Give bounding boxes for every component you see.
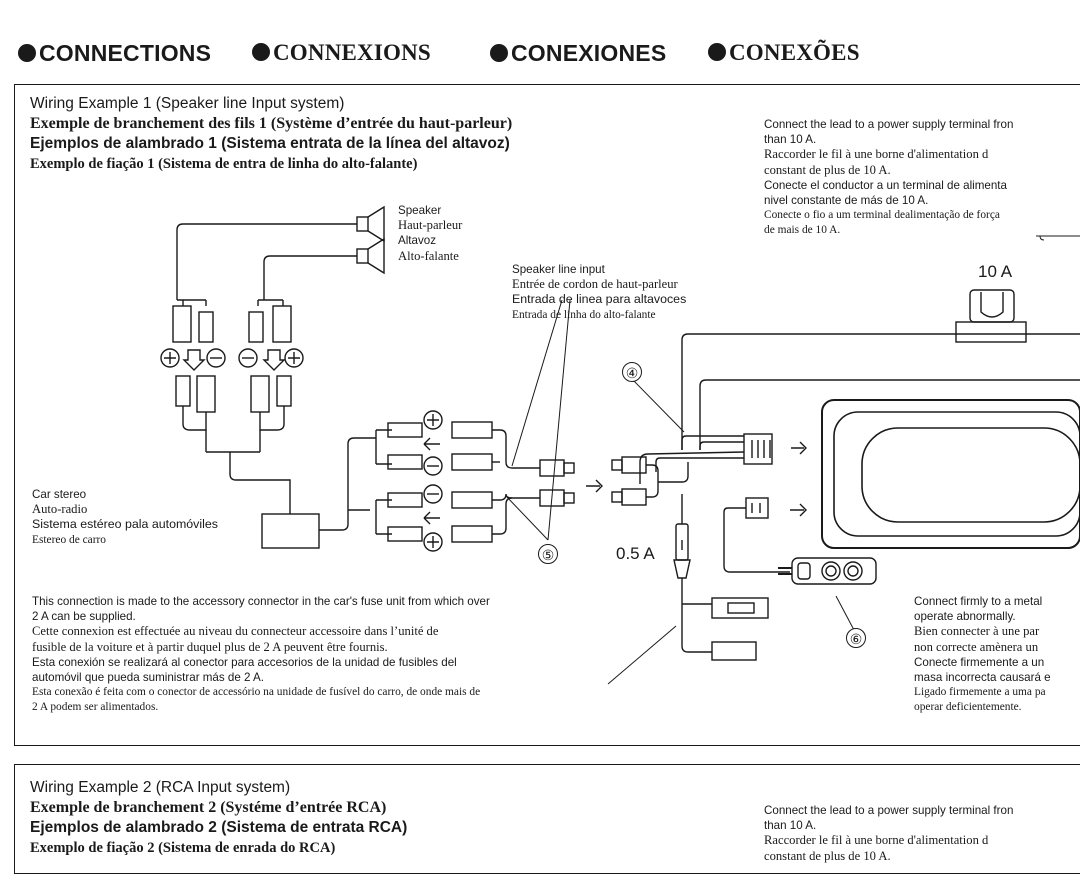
fuse-10a-body [969, 289, 1015, 323]
label-line: Speaker line input [512, 263, 605, 276]
arrow-left-icon [423, 511, 440, 525]
label-line: Estereo de carro [32, 533, 106, 546]
note-line: Conecte firmemente a un [914, 655, 1045, 669]
arrow-right-icon [586, 479, 603, 493]
label-line: Speaker [398, 204, 442, 217]
note-line: operate abnormally. [914, 610, 1016, 624]
accessory-connection-note: This connection is made to the accessory… [32, 594, 490, 716]
note-line: Ligado firmemente a uma pa [914, 686, 1046, 699]
heading-conexoes: CONEXÕES [708, 40, 860, 66]
ground-connection-note: Connect firmly to a metal operate abnorm… [914, 594, 1051, 716]
accessory-connector [711, 597, 769, 619]
power-lead [681, 333, 958, 450]
fuse-holder-10a [955, 321, 1027, 343]
label-line: Altavoz [398, 234, 437, 248]
bullet-icon [490, 44, 508, 62]
car-stereo-label: Car stereo Auto-radio Sistema estéreo pa… [32, 487, 218, 548]
callout-5: ⑤ [538, 544, 558, 564]
note-line: Cette connexion est effectuée au niveau … [32, 624, 439, 639]
speaker-icon [356, 216, 369, 232]
label-line: Sistema estéreo pala automóviles [32, 517, 218, 532]
main-connector [743, 433, 773, 465]
note-line: masa incorrecta causará e [914, 671, 1051, 685]
amplifier-unit [821, 399, 1080, 549]
title-es: Ejemplos de alambrado 2 (Sistema de entr… [30, 819, 408, 836]
spade-connector [172, 305, 192, 343]
note-line: Connect the lead to a power supply termi… [764, 804, 1014, 817]
heading-conexiones: CONEXIONES [490, 40, 666, 67]
title-es: Ejemplos de alambrado 1 (Sistema entrata… [30, 135, 510, 152]
note-line: operar deficientemente. [914, 701, 1022, 714]
title-pt: Exemplo de fiação 2 (Sistema de enrada d… [30, 840, 336, 856]
label-line: Car stereo [32, 488, 87, 501]
label-line: Entrée de cordon de haut-parleur [512, 277, 678, 292]
remote-connector [745, 497, 769, 519]
label-line: Alto-falante [398, 248, 459, 263]
note-line: Conecte el conductor a un terminal de al… [764, 178, 1007, 192]
title-en: Wiring Example 1 (Speaker line Input sys… [30, 95, 345, 112]
note-line: nivel constante de más de 10 A. [764, 194, 929, 208]
note-line: automóvil que pueda suministrar más de 2… [32, 671, 264, 685]
rca-plug [539, 459, 565, 477]
title-fr: Exemple de branchement 2 (Systéme d’entr… [30, 799, 387, 816]
label-line: Entrada de linea para altavoces [512, 292, 687, 307]
wiring-example-1-panel [14, 84, 1080, 746]
note-line: fusible de la voiture et à partir duquel… [32, 639, 388, 654]
note-line: Connect firmly to a metal [914, 595, 1043, 608]
power-supply-note: Connect the lead to a power supply termi… [764, 117, 1013, 239]
bullet-icon [18, 44, 36, 62]
ground-lead [699, 379, 1080, 450]
power-supply-note-2: Connect the lead to a power supply termi… [764, 803, 1013, 864]
note-line: constant de plus de 10 A. [764, 848, 891, 863]
note-line: Conecte o fio a um terminal dealimentaçã… [764, 209, 1000, 222]
speaker-icon [356, 248, 369, 264]
note-line: 2 A podem ser alimentados. [32, 701, 159, 714]
callout-6: ⑥ [846, 628, 866, 648]
bullet-icon [708, 43, 726, 61]
note-line: than 10 A. [764, 133, 817, 147]
note-line: Bien connecter à une par [914, 624, 1040, 639]
speaker-label: Speaker Haut-parleur Altavoz Alto-falant… [398, 203, 462, 264]
arrow-down-icon [262, 349, 286, 371]
note-line: Raccorder le fil à une borne d'alimentat… [764, 147, 989, 162]
note-line: de mais de 10 A. [764, 224, 841, 237]
remote-control [791, 557, 877, 585]
heading-connections: CONNECTIONS [18, 40, 211, 67]
car-stereo-box [261, 513, 320, 549]
title-en: Wiring Example 2 (RCA Input system) [30, 779, 291, 796]
note-line: 2 A can be supplied. [32, 610, 136, 624]
note-line: Connect the lead to a power supply termi… [764, 118, 1014, 131]
label-line: Haut-parleur [398, 218, 463, 233]
note-line: than 10 A. [764, 819, 817, 833]
note-line: This connection is made to the accessory… [32, 595, 490, 608]
note-line: Esta conexión se realizará al conector p… [32, 655, 457, 669]
heading-connexions: CONNEXIONS [252, 40, 431, 66]
arrow-down-icon [182, 349, 206, 371]
callout-4: ④ [622, 362, 642, 382]
note-line: Raccorder le fil à une borne d'alimentat… [764, 833, 989, 848]
speaker-line-input-label: Speaker line input Entrée de cordon de h… [512, 262, 686, 323]
note-line: non correcte amènera un [914, 639, 1039, 654]
label-line: Auto-radio [32, 502, 88, 517]
note-line: Esta conexão é feita com o conector de a… [32, 686, 481, 699]
title-fr: Exemple de branchement des fils 1 (Systè… [30, 115, 513, 132]
bullet-connector [387, 422, 423, 438]
fuse-10a-label: 10 A [978, 262, 1013, 281]
arrow-left-icon [423, 437, 440, 451]
label-line: Entrada de linha do alto-falante [512, 308, 656, 321]
title-pt: Exemplo de fiação 1 (Sistema de entra de… [30, 156, 418, 172]
note-line: constant de plus de 10 A. [764, 162, 891, 177]
fuse-05a-label: 0.5 A [616, 544, 655, 563]
arrow-icon [791, 441, 807, 455]
arrow-icon [790, 503, 807, 517]
bullet-icon [252, 43, 270, 61]
